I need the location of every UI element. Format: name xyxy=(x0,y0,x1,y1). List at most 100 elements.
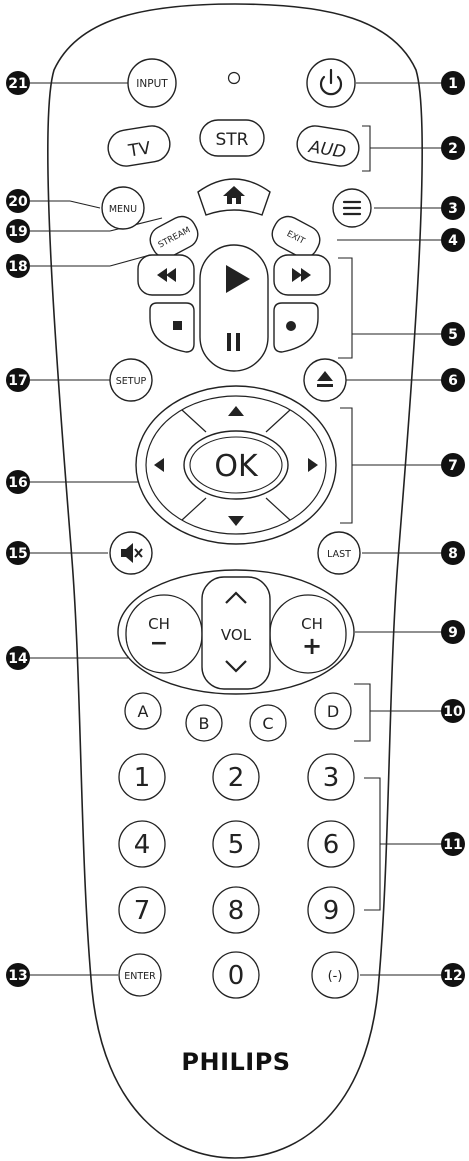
svg-text:8: 8 xyxy=(448,546,458,562)
callout-9: 9 xyxy=(441,620,465,644)
ch-down-button[interactable]: CH − xyxy=(125,594,203,674)
svg-text:3: 3 xyxy=(448,201,458,217)
a-button[interactable]: A xyxy=(124,692,162,730)
svg-text:LAST: LAST xyxy=(327,549,351,560)
callout-12: 12 xyxy=(441,963,465,987)
c-button[interactable]: C xyxy=(249,704,287,742)
svg-text:0: 0 xyxy=(228,961,245,991)
str-button[interactable]: STR xyxy=(199,119,265,157)
callout-13: 13 xyxy=(6,963,30,987)
callout-21: 21 xyxy=(6,71,30,95)
svg-text:1: 1 xyxy=(134,763,151,793)
number-4-button[interactable]: 4 xyxy=(118,820,166,868)
menu-lines-icon xyxy=(342,200,362,216)
up-arrow-icon xyxy=(228,406,244,416)
eject-button[interactable] xyxy=(303,358,347,402)
svg-text:(-): (-) xyxy=(328,969,343,984)
stop-button[interactable] xyxy=(149,302,195,353)
ch-up-button[interactable]: CH + xyxy=(269,594,347,674)
ok-button[interactable]: OK xyxy=(183,430,289,500)
number-6-button[interactable]: 6 xyxy=(307,820,355,868)
dpad-right-button[interactable] xyxy=(292,445,322,485)
svg-text:21: 21 xyxy=(8,76,27,92)
callout-17: 17 xyxy=(6,368,30,392)
menu-button[interactable]: MENU xyxy=(101,186,145,230)
svg-text:SETUP: SETUP xyxy=(116,376,147,387)
callout-6: 6 xyxy=(441,368,465,392)
svg-text:1: 1 xyxy=(448,76,458,92)
svg-text:+: + xyxy=(302,632,322,660)
number-2-button[interactable]: 2 xyxy=(212,753,260,801)
svg-text:18: 18 xyxy=(8,259,27,275)
dpad-up-button[interactable] xyxy=(202,403,270,423)
callout-15: 15 xyxy=(6,541,30,565)
svg-text:A: A xyxy=(138,702,149,721)
input-button[interactable]: INPUT xyxy=(127,58,177,108)
svg-text:11: 11 xyxy=(443,837,462,853)
number-1-button[interactable]: 1 xyxy=(118,753,166,801)
mute-icon xyxy=(121,543,143,563)
enter-button[interactable]: ENTER xyxy=(118,953,162,997)
svg-text:12: 12 xyxy=(443,968,462,984)
stream-button[interactable]: STREAM xyxy=(145,212,202,263)
svg-text:3: 3 xyxy=(323,763,340,793)
svg-text:MENU: MENU xyxy=(109,204,137,215)
home-icon xyxy=(223,186,245,204)
record-button[interactable] xyxy=(273,302,319,353)
svg-text:STR: STR xyxy=(216,130,249,150)
callout-2: 2 xyxy=(441,136,465,160)
exit-button[interactable]: EXIT xyxy=(267,212,324,263)
dpad-left-button[interactable] xyxy=(150,445,180,485)
play-pause-button[interactable] xyxy=(199,244,269,372)
power-button[interactable] xyxy=(306,58,356,108)
eject-icon xyxy=(317,371,333,387)
svg-text:ENTER: ENTER xyxy=(124,971,156,982)
dash-button[interactable]: (-) xyxy=(311,951,359,999)
svg-text:19: 19 xyxy=(8,224,27,240)
d-button[interactable]: D xyxy=(314,692,352,730)
number-8-button[interactable]: 8 xyxy=(212,886,260,934)
svg-text:OK: OK xyxy=(214,449,259,484)
svg-text:8: 8 xyxy=(228,896,245,926)
svg-text:14: 14 xyxy=(8,651,28,667)
callout-1: 1 xyxy=(441,71,465,95)
volume-rocker[interactable]: VOL xyxy=(201,576,271,690)
aud-button[interactable]: AUD xyxy=(295,123,362,168)
dpad-down-button[interactable] xyxy=(202,507,270,527)
svg-text:6: 6 xyxy=(448,373,458,389)
down-arrow-icon xyxy=(228,516,244,526)
callout-14: 14 xyxy=(6,646,30,670)
rewind-button[interactable] xyxy=(137,254,195,296)
number-pad: 1 2 3 4 5 6 7 8 9 xyxy=(118,753,355,934)
callout-11: 11 xyxy=(441,832,465,856)
number-9-button[interactable]: 9 xyxy=(307,886,355,934)
rewind-icon xyxy=(157,268,176,282)
svg-text:B: B xyxy=(199,714,210,733)
svg-text:5: 5 xyxy=(448,327,458,343)
home-button[interactable] xyxy=(197,178,271,216)
svg-text:5: 5 xyxy=(228,830,245,860)
number-7-button[interactable]: 7 xyxy=(118,886,166,934)
right-arrow-icon xyxy=(308,458,318,472)
svg-text:VOL: VOL xyxy=(221,626,252,644)
list-button[interactable] xyxy=(332,188,372,228)
last-button[interactable]: LAST xyxy=(317,531,361,575)
number-0-button[interactable]: 0 xyxy=(212,951,260,999)
mute-button[interactable] xyxy=(109,531,153,575)
svg-text:7: 7 xyxy=(134,896,151,926)
callout-10: 10 xyxy=(441,699,465,723)
number-5-button[interactable]: 5 xyxy=(212,820,260,868)
fast-forward-button[interactable] xyxy=(273,254,331,296)
svg-text:6: 6 xyxy=(323,830,340,860)
tv-button[interactable]: TV xyxy=(106,123,173,168)
number-3-button[interactable]: 3 xyxy=(307,753,355,801)
left-arrow-icon xyxy=(154,458,164,472)
pause-icon xyxy=(227,333,240,351)
setup-button[interactable]: SETUP xyxy=(109,358,153,402)
callout-16: 16 xyxy=(6,470,30,494)
svg-text:TV: TV xyxy=(126,138,152,161)
volume-up-icon xyxy=(225,591,247,604)
record-icon xyxy=(286,321,296,331)
b-button[interactable]: B xyxy=(185,704,223,742)
